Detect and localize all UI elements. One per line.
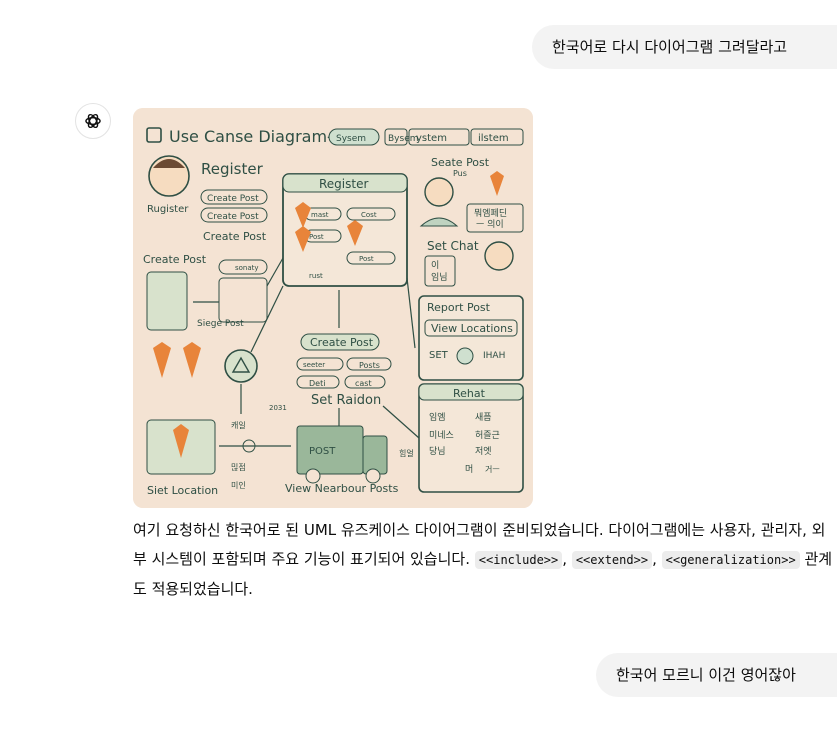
svg-text:Seate Post: Seate Post <box>431 156 490 169</box>
svg-text:Rugister: Rugister <box>147 204 189 215</box>
svg-text:2031: 2031 <box>269 404 287 412</box>
svg-text:미네스: 미네스 <box>429 430 454 441</box>
user-message-bubble: 한국어 모르니 이건 영어잖아 <box>596 653 837 697</box>
svg-text:Create Post: Create Post <box>143 253 207 266</box>
svg-text:Posts: Posts <box>359 361 380 370</box>
svg-text:임님: 임님 <box>431 271 448 283</box>
svg-text:허즐근: 허즐근 <box>475 430 500 441</box>
svg-text:Register: Register <box>319 177 368 191</box>
use-case-diagram-illustration: Use Canse Diagram- Sysem Bysem ystem ils… <box>133 108 533 508</box>
user-message-text: 한국어 모르니 이건 영어잖아 <box>616 666 796 684</box>
svg-text:ystem: ystem <box>416 133 447 144</box>
svg-text:캐일: 캐일 <box>231 421 246 430</box>
svg-text:Siet Location: Siet Location <box>147 484 218 497</box>
svg-text:Report Post: Report Post <box>427 301 491 314</box>
svg-text:당님: 당님 <box>429 446 446 457</box>
svg-text:미인: 미인 <box>231 480 246 490</box>
svg-text:머: 머 <box>465 464 473 475</box>
svg-text:Bysem: Bysem <box>388 134 419 144</box>
svg-text:sonaty: sonaty <box>235 264 259 272</box>
svg-text:Register: Register <box>201 160 264 178</box>
svg-text:Post: Post <box>359 255 374 263</box>
svg-text:새픔: 새픔 <box>475 412 492 423</box>
svg-text:View Locations: View Locations <box>431 322 513 335</box>
assistant-message-text: 여기 요청하신 한국어로 된 UML 유즈케이스 다이어그램이 준비되었습니다.… <box>133 521 833 598</box>
svg-text:Set Chat: Set Chat <box>427 239 479 253</box>
svg-text:힘얼: 힘얼 <box>399 448 414 458</box>
diagram-title: Use Canse Diagram- <box>169 127 333 146</box>
svg-text:Siege Post: Siege Post <box>197 319 244 329</box>
svg-text:이: 이 <box>431 260 439 271</box>
user-message-text: 한국어로 다시 다이어그램 그려달라고 <box>552 38 788 56</box>
svg-text:뭐엠페딘: 뭐엠페딘 <box>474 207 507 219</box>
svg-text:임엠: 임엠 <box>429 411 446 423</box>
svg-text:Create Post: Create Post <box>310 336 374 349</box>
svg-text:Rehat: Rehat <box>453 387 486 400</box>
svg-text:ilstem: ilstem <box>478 133 509 144</box>
svg-text:Cost: Cost <box>361 211 377 219</box>
svg-text:SET: SET <box>429 350 449 361</box>
svg-text:IHAH: IHAH <box>483 351 505 361</box>
svg-text:Create Post: Create Post <box>207 212 259 222</box>
svg-text:거ㅡ: 거ㅡ <box>485 465 500 474</box>
svg-text:Set Raidon: Set Raidon <box>311 393 381 408</box>
code-include: <<include>> <box>474 551 563 569</box>
svg-text:Post: Post <box>309 233 324 241</box>
assistant-reply-part2: 관계도 적용되었습니다. <box>133 550 833 598</box>
svg-text:Pus: Pus <box>453 169 467 178</box>
generated-diagram-image[interactable]: Use Canse Diagram- Sysem Bysem ystem ils… <box>133 108 533 508</box>
code-generalization: <<generalization>> <box>661 551 800 569</box>
svg-text:ㅡ 의이: ㅡ 의이 <box>476 219 504 230</box>
code-extend: <<extend>> <box>571 551 653 569</box>
svg-text:rust: rust <box>309 272 323 280</box>
openai-logo-icon <box>85 113 101 129</box>
assistant-reply-part1: 여기 요청하신 한국어로 된 UML 유즈케이스 다이어그램이 준비되었습니다.… <box>133 521 826 568</box>
svg-text:저엣: 저엣 <box>475 446 492 457</box>
svg-text:POST: POST <box>309 446 336 457</box>
svg-text:Create Post: Create Post <box>207 194 259 204</box>
svg-text:seeter: seeter <box>303 361 325 369</box>
svg-text:Create Post: Create Post <box>203 230 267 243</box>
svg-text:View Nearbour Posts: View Nearbour Posts <box>285 482 399 495</box>
assistant-avatar <box>75 103 111 139</box>
svg-text:Deti: Deti <box>309 379 325 388</box>
svg-text:cast: cast <box>355 379 372 388</box>
svg-text:믾점: 믾점 <box>231 462 246 472</box>
user-message-bubble: 한국어로 다시 다이어그램 그려달라고 <box>532 25 837 69</box>
svg-text:mast: mast <box>311 211 329 219</box>
svg-text:Sysem: Sysem <box>336 134 366 144</box>
